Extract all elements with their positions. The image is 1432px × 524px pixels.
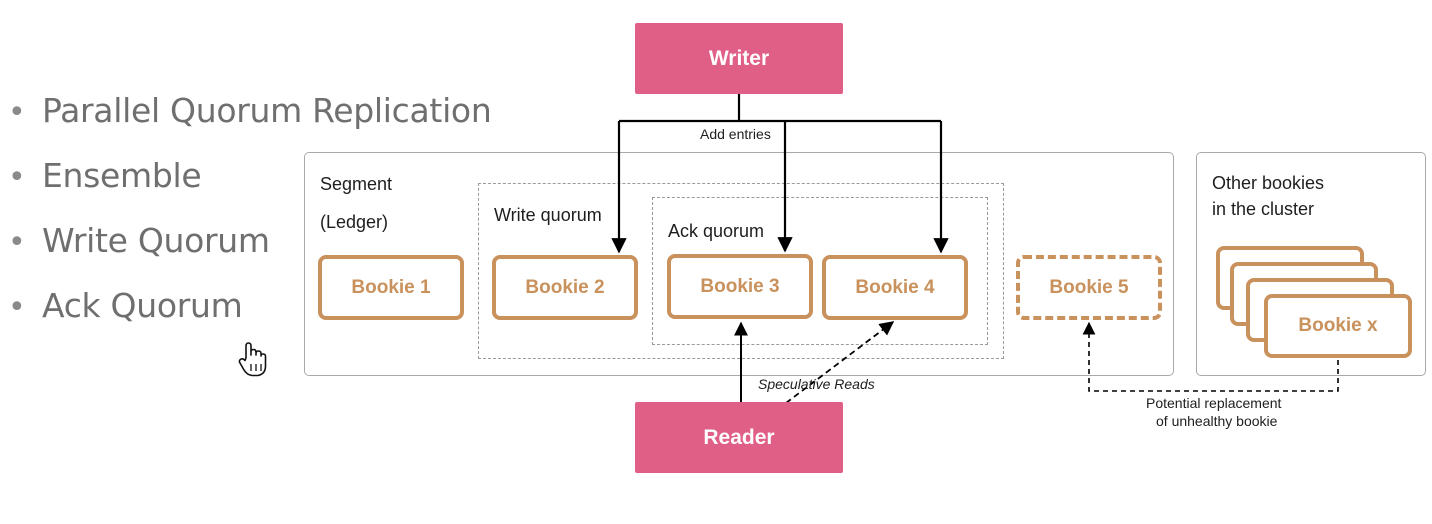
bullet-item: • Write Quorum [8, 218, 491, 283]
bullet-text: Parallel Quorum Replication [42, 91, 492, 130]
bullet-text: Ack Quorum [42, 286, 243, 325]
replacement-label-2: of unhealthy bookie [1156, 413, 1278, 429]
bookie-5: Bookie 5 [1016, 255, 1162, 320]
reader-box: Reader [635, 402, 843, 473]
replacement-label-1: Potential replacement [1146, 395, 1282, 411]
bullet-item: • Parallel Quorum Replication [8, 88, 492, 153]
bookie-3: Bookie 3 [667, 254, 813, 319]
bullet-dot-icon: • [8, 95, 26, 130]
bookie-1: Bookie 1 [318, 255, 464, 320]
other-bookies-label-1: Other bookies [1212, 173, 1325, 193]
bullet-item: • Ack Quorum [8, 283, 491, 348]
other-bookies-label-2: in the cluster [1212, 199, 1315, 219]
bullet-item: • Ensemble [8, 153, 491, 218]
bullet-dot-icon: • [8, 290, 26, 325]
bullet-text: Ensemble [42, 156, 202, 195]
write-quorum-label: Write quorum [494, 205, 602, 225]
bullet-text: Write Quorum [42, 221, 270, 260]
segment-label: Segment [320, 174, 393, 194]
bookie-x: Bookie x [1264, 294, 1412, 358]
bullet-list: • Parallel Quorum Replication • Ensemble •… [8, 88, 492, 348]
hand-cursor-icon [238, 342, 267, 377]
bookie-4: Bookie 4 [822, 255, 968, 320]
bullet-dot-icon: • [8, 160, 26, 195]
ledger-label: (Ledger) [320, 212, 389, 232]
add-entries-label: Add entries [698, 125, 773, 143]
speculative-reads-label: Speculative Reads [758, 376, 875, 392]
bookie-2: Bookie 2 [492, 255, 638, 320]
bullet-dot-icon: • [8, 225, 26, 260]
writer-box: Writer [635, 23, 843, 94]
ack-quorum-label: Ack quorum [668, 221, 765, 241]
